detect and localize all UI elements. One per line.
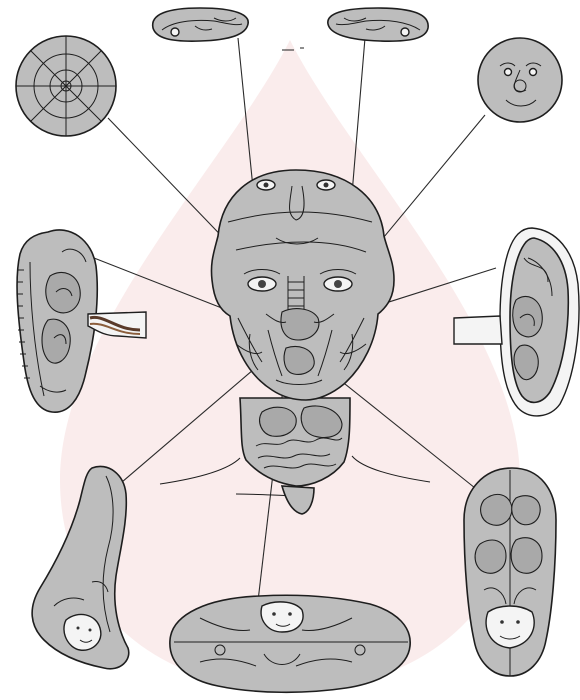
- nose-fetus-figure: [32, 466, 129, 668]
- iris-chart: [16, 36, 116, 136]
- mouth-fetus-figure: [170, 595, 410, 692]
- tongue-organ-map: [464, 468, 556, 676]
- right-nasal-septum-fetus: [328, 8, 428, 41]
- round-face: [478, 38, 562, 122]
- left-nasal-septum-fetus: [153, 8, 249, 41]
